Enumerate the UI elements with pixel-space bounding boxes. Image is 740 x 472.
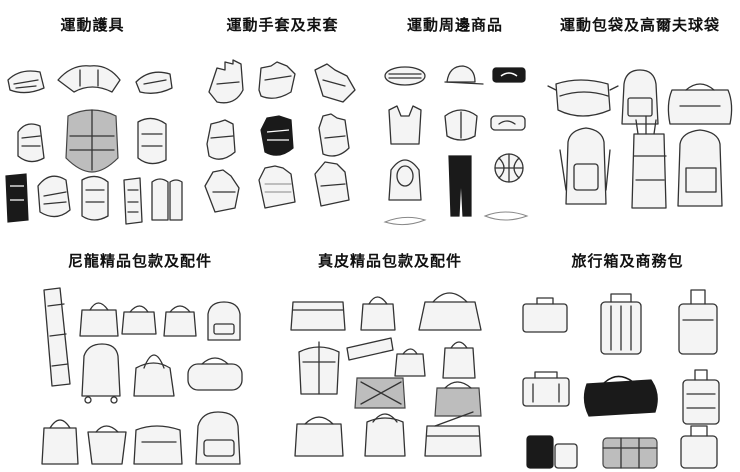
- category-protective-gear[interactable]: 運動護具: [0, 14, 185, 229]
- category-sports-golf-bags[interactable]: 運動包袋及高爾夫球袋: [540, 14, 740, 229]
- box-handbag-icon: [41, 419, 79, 465]
- gloves-illustrations: [204, 59, 356, 213]
- coin-purse-icon: [163, 305, 197, 337]
- long-sports-bag-icon: [43, 287, 71, 387]
- open-tote-icon: [87, 425, 127, 465]
- small-handbag-icon: [394, 348, 426, 377]
- school-backpack-icon: [195, 411, 241, 465]
- cycling-glove-icon: [204, 169, 240, 213]
- elbow-pad-icon: [135, 71, 173, 94]
- daypack-icon: [677, 129, 723, 207]
- hiking-backpack-icon: [559, 127, 611, 205]
- shoulder-pad-icon: [7, 70, 45, 94]
- category-title: 運動周邊商品: [406, 16, 503, 34]
- sports-golf-bags-illustrations: [547, 69, 733, 209]
- tank-top-icon: [388, 105, 422, 145]
- cabin-suitcase-icon: [678, 289, 718, 355]
- grey-handbag-icon: [434, 381, 482, 417]
- goalkeeper-glove-icon: [318, 113, 350, 157]
- waist-bag-icon: [547, 79, 619, 117]
- tights-icon: [448, 155, 472, 217]
- luggage-business-illustrations: [522, 289, 720, 469]
- quilted-bag-icon: [354, 377, 406, 409]
- arm-guard-icon: [17, 123, 45, 163]
- chest-protector-icon: [65, 109, 119, 173]
- knee-pad-icon: [137, 117, 167, 165]
- rolling-backpack-icon: [81, 343, 121, 404]
- category-nylon-bags[interactable]: 尼龍精品包款及配件: [30, 250, 250, 472]
- wrist-glove-icon: [314, 63, 356, 103]
- knit-glove-icon: [258, 165, 296, 209]
- tote-bag-icon: [418, 292, 482, 331]
- work-glove-icon: [258, 61, 296, 99]
- hard-suitcase-icon: [600, 293, 642, 355]
- insole-icon: [383, 211, 529, 226]
- pink-bag-icon: [442, 341, 476, 379]
- basketball-icon: [494, 153, 524, 183]
- vintage-suitcase-icon: [522, 371, 570, 407]
- sports-glove-pair-icon: [314, 161, 350, 207]
- travel-duffel-icon: [583, 375, 658, 417]
- wallet-icon: [346, 337, 394, 361]
- trunk-icon: [602, 437, 658, 469]
- tote-bag-icon: [79, 302, 119, 337]
- cap-icon: [444, 65, 484, 85]
- category-title: 真皮精品包款及配件: [317, 252, 462, 270]
- hood-icon: [388, 159, 422, 201]
- clutch-icon: [290, 301, 346, 331]
- catcher-leg-guard-icon: [123, 177, 143, 225]
- black-sweatband-icon: [492, 67, 526, 83]
- sports-bra-icon: [444, 109, 478, 141]
- category-title: 運動手套及束套: [226, 16, 339, 34]
- protective-gear-illustrations: [5, 65, 183, 225]
- lacrosse-glove-icon: [260, 115, 294, 156]
- nylon-bags-illustrations: [41, 287, 243, 465]
- shin-guard-icon: [5, 173, 29, 223]
- category-gloves[interactable]: 運動手套及束套: [195, 14, 370, 229]
- helmet-icon: [37, 175, 71, 218]
- fingerless-glove-icon: [206, 119, 236, 160]
- luggage-set-icon: [526, 435, 578, 469]
- messenger-bag-icon: [424, 411, 482, 457]
- backpack-icon: [621, 69, 659, 125]
- white-headband-icon: [490, 115, 526, 131]
- small-trolley-icon: [680, 425, 718, 469]
- small-backpack-icon: [207, 301, 241, 341]
- category-luggage-business[interactable]: 旅行箱及商務包: [515, 250, 740, 472]
- leather-bags-illustrations: [290, 292, 482, 457]
- barrel-bag-icon: [187, 357, 243, 391]
- knee-guard-pair-icon: [151, 178, 183, 221]
- trolley-case-icon: [682, 369, 720, 425]
- category-leather-bags[interactable]: 真皮精品包款及配件: [285, 250, 495, 472]
- satchel-icon: [360, 296, 396, 331]
- doctor-bag-icon: [364, 413, 406, 457]
- sports-accessories-illustrations: [383, 65, 529, 226]
- drawstring-bag-icon: [133, 425, 183, 465]
- category-title: 運動包袋及高爾夫球袋: [559, 16, 720, 34]
- duffel-bag-icon: [667, 83, 733, 125]
- bucket-bag-icon: [298, 341, 340, 395]
- shopper-bag-icon: [294, 416, 344, 457]
- briefcase-icon: [522, 297, 568, 333]
- leg-guard-icon: [81, 175, 109, 221]
- category-title: 旅行箱及商務包: [571, 252, 684, 270]
- shoulder-bag-icon: [121, 305, 157, 335]
- category-sports-accessories[interactable]: 運動周邊商品: [375, 14, 535, 229]
- batting-glove-icon: [208, 59, 244, 104]
- headband-icon: [384, 66, 426, 86]
- chest-protector-top-icon: [57, 65, 121, 93]
- golf-bag-icon: [631, 115, 667, 209]
- category-title: 尼龍精品包款及配件: [67, 252, 212, 270]
- handbag-icon: [133, 354, 175, 397]
- category-title: 運動護具: [60, 16, 125, 34]
